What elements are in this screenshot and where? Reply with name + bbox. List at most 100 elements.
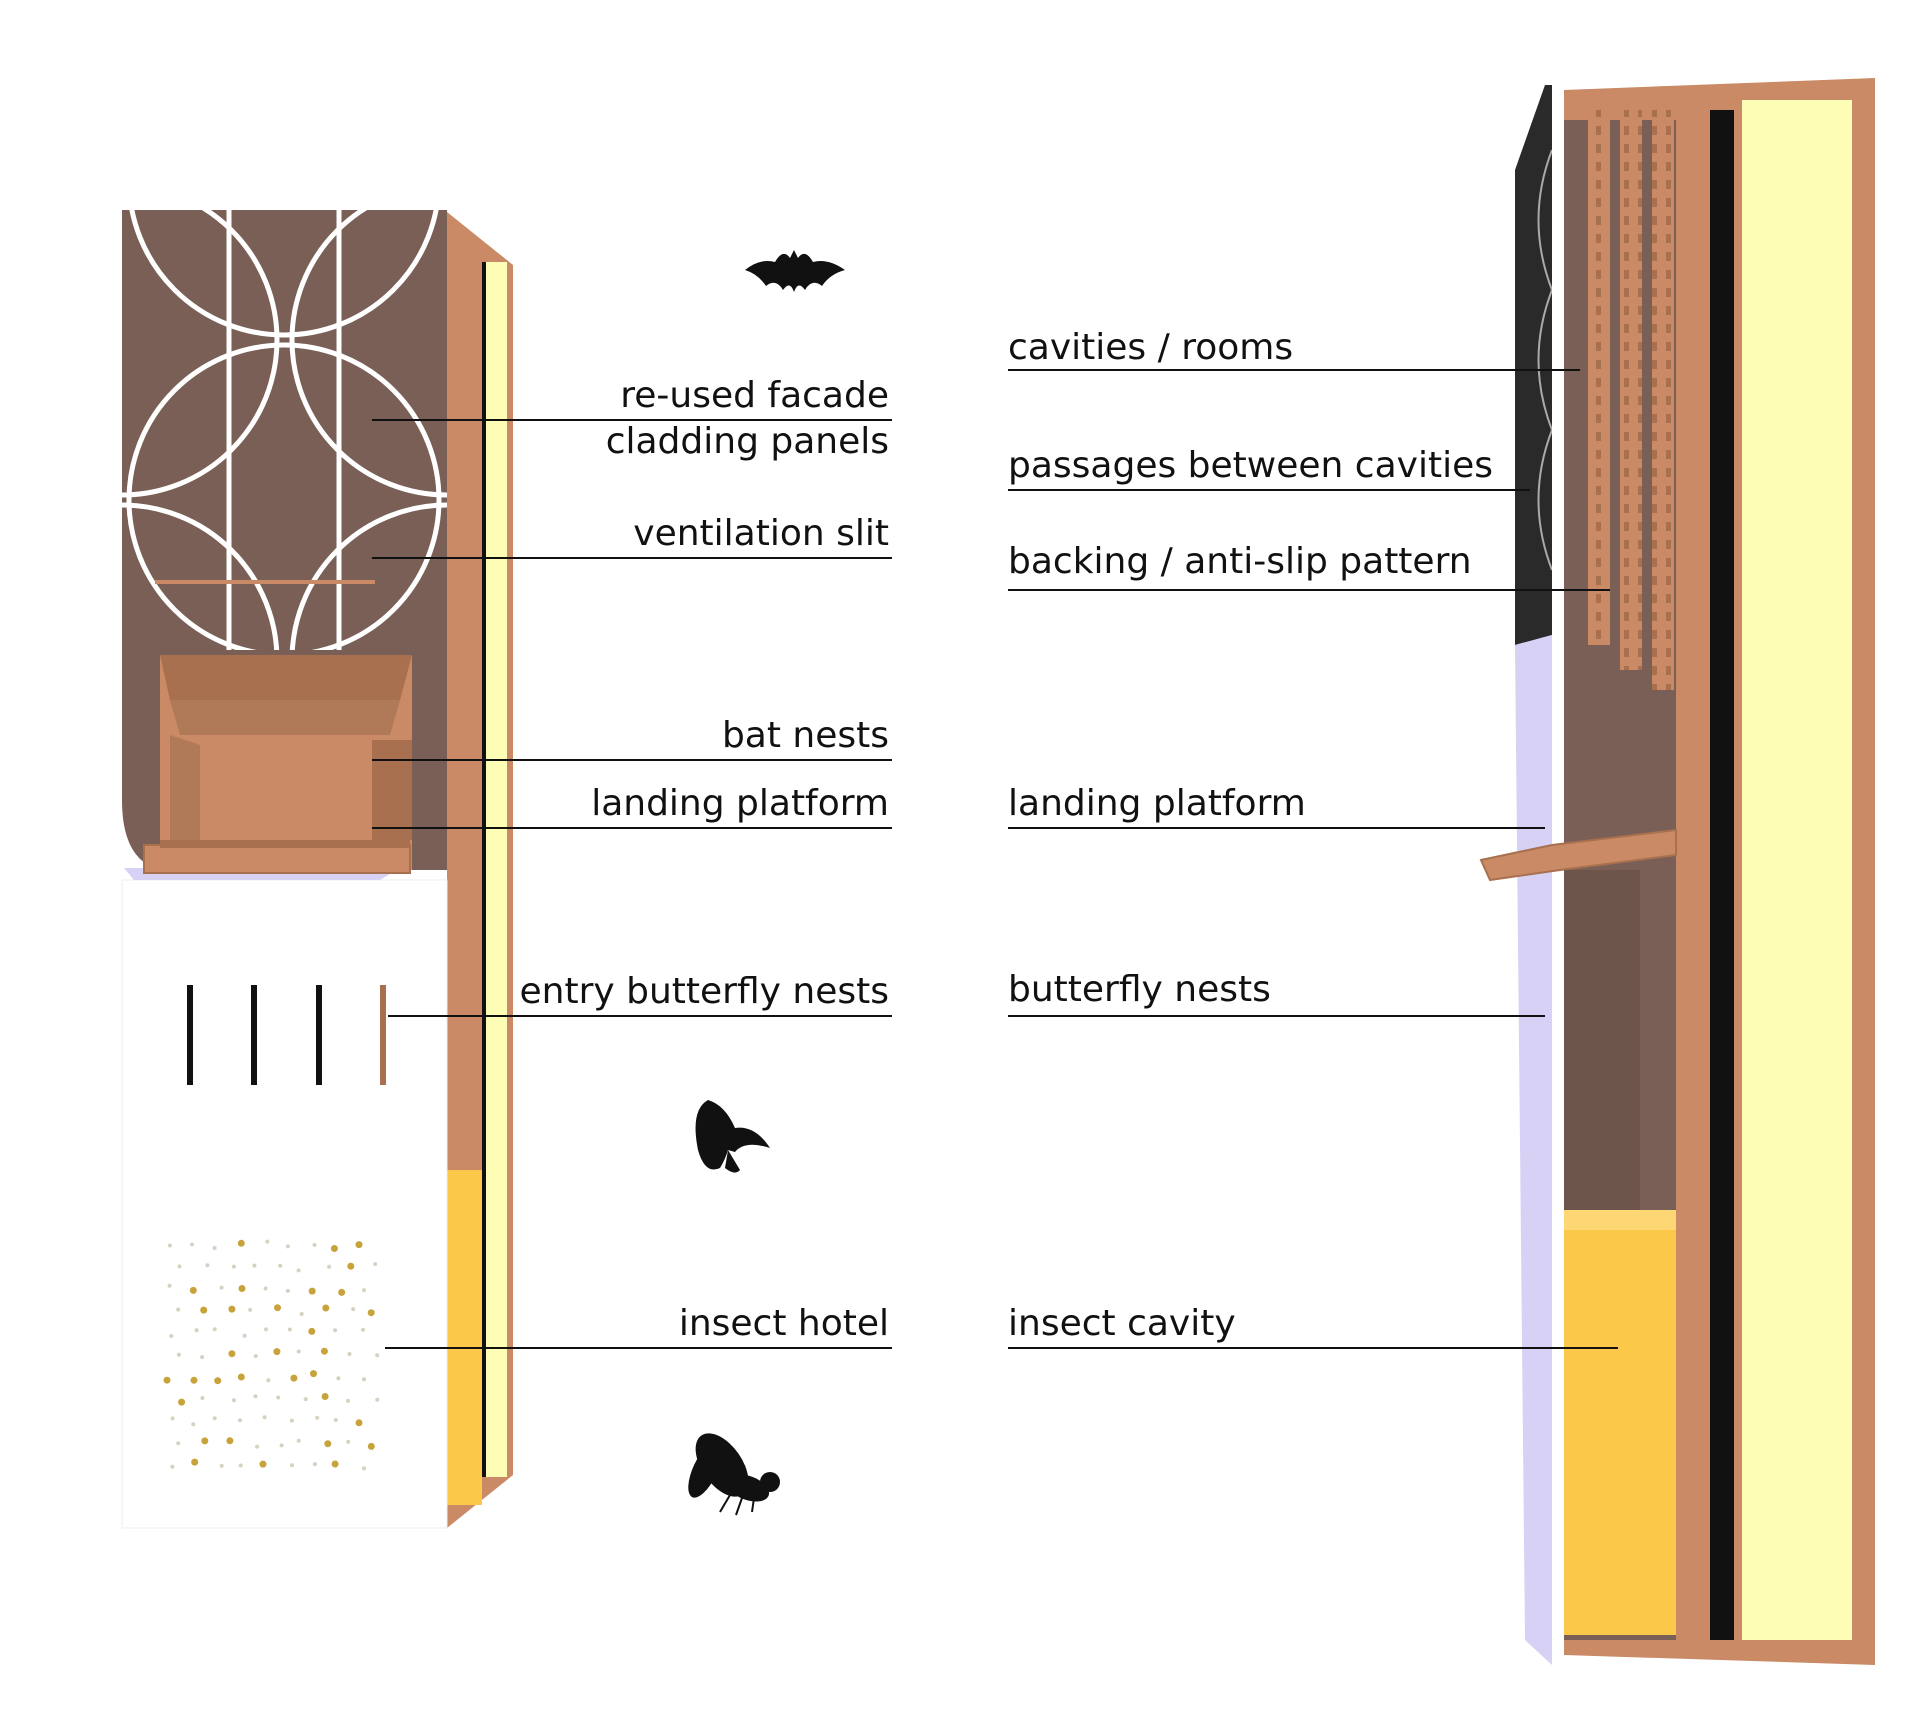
insect-hotel-hole <box>238 1418 242 1423</box>
insect-hotel-hole <box>248 1307 253 1312</box>
insect-hotel-hole <box>308 1327 316 1335</box>
insect-hotel-hole <box>212 1327 217 1332</box>
insect-hotel-hole <box>274 1304 281 1312</box>
insect-hotel-hole <box>170 1416 175 1421</box>
insect-hotel-hole <box>178 1398 186 1406</box>
insect-hotel-hole <box>262 1415 267 1420</box>
insect-hotel-hole <box>189 1286 197 1294</box>
insect-hotel-hole <box>312 1242 317 1247</box>
label-cavities-rooms: cavities / rooms <box>1008 327 1294 368</box>
insect-hotel-hole <box>333 1328 338 1333</box>
bat-icon <box>745 250 845 292</box>
insect-hotel-hole <box>259 1460 267 1468</box>
insect-hotel-hole <box>167 1283 172 1288</box>
right-backing-lavender <box>1515 635 1552 1665</box>
insect-hotel-hole <box>228 1305 236 1313</box>
insect-hotel-holes <box>163 1239 380 1471</box>
insect-hotel-hole <box>278 1263 283 1268</box>
insect-hotel-hole <box>176 1307 181 1312</box>
insect-hotel-hole <box>226 1437 234 1445</box>
insect-hotel-hole <box>347 1352 352 1356</box>
facade-cladding-panel <box>122 210 447 658</box>
cavity-wall-3 <box>1652 110 1674 690</box>
insect-hotel-hole <box>242 1333 247 1338</box>
insect-hotel-hole <box>255 1444 260 1449</box>
right-landing-platform <box>1479 828 1677 882</box>
insect-hotel-hole <box>355 1419 363 1427</box>
insect-hotel-hole <box>289 1418 294 1423</box>
label-ventilation-slit: ventilation slit <box>633 513 889 554</box>
label-insect-cavity: insect cavity <box>1008 1303 1236 1344</box>
insect-hotel-hole <box>324 1440 332 1448</box>
insect-hotel-hole <box>252 1263 257 1268</box>
insect-hotel-hole <box>276 1395 281 1400</box>
insect-hotel-hole <box>373 1262 378 1267</box>
insect-hotel-hole <box>237 1373 245 1381</box>
insect-hotel-hole <box>212 1416 217 1421</box>
insect-hotel-hole <box>214 1377 222 1385</box>
insect-hotel-hole <box>231 1398 236 1403</box>
insect-cavity-fill <box>1564 1225 1676 1635</box>
left-module-lower-front <box>121 879 448 1529</box>
insect-hotel-hole <box>176 1352 181 1357</box>
right-module-section <box>1479 78 1875 1665</box>
insect-hotel-hole <box>190 1376 198 1384</box>
insect-hotel-hole <box>287 1327 292 1332</box>
insect-hotel-hole <box>238 1463 243 1468</box>
insect-hotel-hole <box>289 1463 294 1468</box>
insect-hotel-hole <box>375 1353 380 1358</box>
insect-hotel-hole <box>351 1307 356 1312</box>
insect-hotel-hole <box>285 1288 290 1293</box>
insect-hotel-hole <box>219 1285 224 1290</box>
cavity-wall-2 <box>1620 110 1642 670</box>
insect-hotel-hole <box>194 1328 199 1333</box>
label-passages-between-cavities: passages between cavities <box>1008 445 1493 486</box>
insect-hotel-hole <box>190 1242 194 1247</box>
butterfly-icon <box>695 1100 770 1173</box>
insect-hotel-hole <box>285 1244 290 1249</box>
insect-hotel-hole <box>347 1262 355 1270</box>
insect-hotel-hole <box>191 1458 199 1466</box>
left-module-side-yellow <box>447 1170 482 1505</box>
insect-hotel-hole <box>176 1441 181 1446</box>
insect-hotel-hole <box>315 1415 320 1420</box>
insect-hotel-hole <box>228 1350 236 1358</box>
insect-hotel-hole <box>219 1463 224 1468</box>
insect-hotel-hole <box>296 1349 301 1354</box>
fly-icon <box>688 1433 780 1516</box>
label-entry-butterfly-nests: entry butterfly nests <box>519 971 890 1012</box>
bat-nest-box <box>143 655 412 874</box>
label-butterfly-nests: butterfly nests <box>1008 969 1271 1010</box>
insect-hotel-hole <box>163 1376 171 1384</box>
insect-hotel-hole <box>330 1245 338 1252</box>
insect-hotel-hole <box>321 1393 329 1400</box>
insect-hotel-hole <box>263 1286 268 1291</box>
label-landing-platform-left: landing platform <box>591 783 889 824</box>
insect-hotel-hole <box>327 1264 332 1269</box>
insect-hotel-hole <box>205 1263 210 1268</box>
insect-hotel-hole <box>253 1394 258 1399</box>
insect-hotel-hole <box>320 1347 328 1355</box>
insect-hotel-hole <box>266 1378 271 1383</box>
insect-hotel-hole <box>200 1355 205 1360</box>
label-landing-platform-right: landing platform <box>1008 783 1306 824</box>
insect-hotel-hole <box>201 1437 209 1445</box>
insect-hotel-hole <box>345 1398 350 1403</box>
insect-hotel-hole <box>200 1396 205 1400</box>
insect-hotel-hole <box>177 1264 182 1269</box>
insect-hotel-hole <box>308 1287 316 1295</box>
insect-hotel-hole <box>264 1327 268 1332</box>
right-divider-wall <box>1676 105 1696 1655</box>
label-facade-line1: re-used facade <box>620 375 889 416</box>
left-module-side-black-line <box>482 262 486 1477</box>
insect-hotel-hole <box>303 1397 308 1402</box>
insect-hotel-hole <box>200 1306 208 1314</box>
insect-hotel-hole <box>331 1460 339 1468</box>
insect-hotel-hole <box>299 1312 304 1316</box>
insect-hotel-hole <box>336 1376 341 1381</box>
insect-hotel-hole <box>169 1334 174 1338</box>
label-bat-nests: bat nests <box>721 715 889 756</box>
insect-hotel-hole <box>367 1309 375 1317</box>
